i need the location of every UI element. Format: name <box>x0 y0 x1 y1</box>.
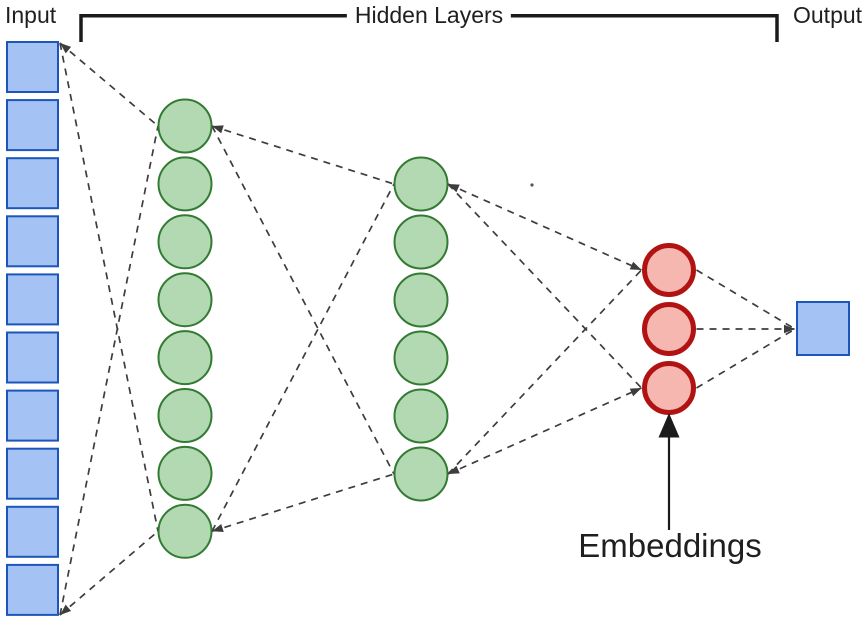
embeddings-pointer-arrowhead <box>658 413 680 438</box>
hidden2-node-3 <box>393 272 449 328</box>
connector-line <box>211 125 395 475</box>
connector-line <box>696 328 796 389</box>
input-node-2 <box>6 99 59 152</box>
connector-arrowhead <box>629 261 642 270</box>
hidden2-node-5 <box>393 388 449 444</box>
output-label: Output <box>793 2 863 28</box>
connector-line <box>447 387 642 475</box>
hidden1-node-1 <box>157 98 213 154</box>
hidden2-node-6 <box>393 446 449 502</box>
hidden1-node-8 <box>157 503 213 559</box>
hidden1-node-2 <box>157 156 213 212</box>
input-node-9 <box>6 505 59 558</box>
connector-line <box>59 530 159 616</box>
connector-line <box>447 269 643 475</box>
connector-line <box>59 125 159 616</box>
hidden2-node-1 <box>393 156 449 212</box>
input-node-3 <box>6 157 59 210</box>
connector-arrowhead <box>60 604 72 615</box>
input-node-4 <box>6 215 59 268</box>
connector-line <box>447 183 643 389</box>
input-node-7 <box>6 389 59 442</box>
connector-arrowhead <box>629 388 642 397</box>
connector-arrowhead <box>60 43 72 54</box>
hidden-layers-label: Hidden Layers <box>346 2 512 29</box>
hidden1-node-7 <box>157 445 213 501</box>
connector-line <box>211 183 395 532</box>
connector-line <box>211 125 395 185</box>
connector-arrowhead <box>784 324 795 334</box>
hidden1-node-5 <box>157 330 213 386</box>
input-node-5 <box>6 273 59 326</box>
embedding-node-3 <box>642 361 696 415</box>
embedding-node-2 <box>642 302 696 356</box>
input-node-1 <box>6 41 59 93</box>
hidden1-node-3 <box>157 214 213 270</box>
connector-arrowhead <box>448 465 460 474</box>
input-node-6 <box>6 331 59 384</box>
hidden2-node-4 <box>393 330 449 386</box>
connector-arrowhead <box>212 125 224 134</box>
output-node <box>796 301 850 356</box>
input-label: Input <box>5 2 57 28</box>
hidden1-node-6 <box>157 388 213 443</box>
input-node-8 <box>6 447 59 500</box>
embeddings-label: Embeddings <box>578 527 762 564</box>
connector-line <box>59 42 159 127</box>
hidden1-node-4 <box>157 272 213 328</box>
hidden2-node-2 <box>393 214 449 270</box>
connector-line <box>447 183 642 271</box>
input-node-10 <box>6 563 59 616</box>
connector-arrowhead <box>212 523 224 533</box>
connector-line <box>59 42 159 532</box>
stray-mark <box>530 183 534 187</box>
connector-line <box>696 269 796 330</box>
connector-line <box>211 473 395 533</box>
embedding-node-1 <box>642 243 696 297</box>
